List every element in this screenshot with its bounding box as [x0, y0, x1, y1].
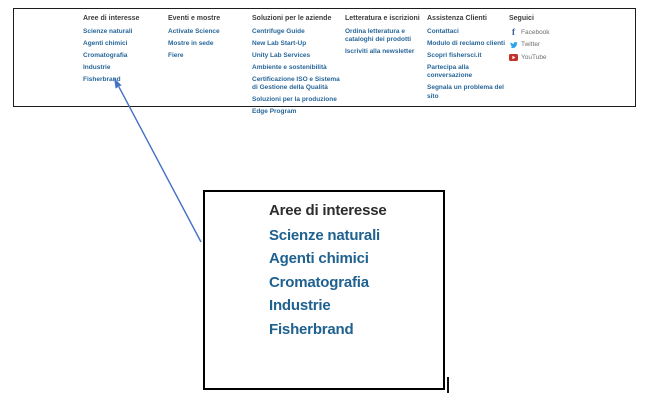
footer-link-scienze-naturali[interactable]: Scienze naturali — [83, 28, 133, 36]
footer-link-activate-science[interactable]: Activate Science — [168, 28, 220, 36]
facebook-icon: f — [512, 27, 515, 38]
footer-column-title: Eventi e mostre — [168, 15, 221, 22]
footer-column-title: Assistenza Clienti — [427, 15, 487, 22]
social-link-label: Facebook — [521, 28, 550, 36]
footer-link-soluzioni-per-la-produzione[interactable]: Soluzioni per la produzione — [252, 96, 337, 104]
social-link-twitter[interactable]: Twitter — [509, 41, 579, 49]
callout-link-cromatografia[interactable]: Cromatografia — [269, 273, 369, 291]
footer-link-cromatografia[interactable]: Cromatografia — [83, 51, 128, 59]
footer-link-iscriviti-alla-newsletter[interactable]: Iscriviti alla newsletter — [345, 48, 415, 56]
callout-link-industrie[interactable]: Industrie — [269, 297, 331, 314]
callout-title: Aree di interesse — [269, 202, 387, 219]
social-link-youtube[interactable]: YouTube — [509, 53, 579, 61]
footer-link-industrie[interactable]: Industrie — [83, 63, 111, 71]
social-link-label: Twitter — [521, 41, 541, 49]
footer-link-fiere[interactable]: Fiere — [168, 51, 184, 59]
footer-column-title: Seguici — [509, 15, 534, 22]
footer-link-segnala-un-problema-del-sito[interactable]: Segnala un problema del sito — [427, 84, 504, 100]
footer-link-new-lab-start-up[interactable]: New Lab Start-Up — [252, 39, 307, 47]
footer-link-agenti-chimici[interactable]: Agenti chimici — [83, 39, 128, 47]
footer-link-fisherbrand[interactable]: Fisherbrand — [83, 75, 121, 83]
twitter-icon — [509, 41, 518, 49]
footer-link-scopri-fishersci-it[interactable]: Scopri fishersci.it — [427, 51, 482, 59]
callout-link-fisherbrand[interactable]: Fisherbrand — [269, 320, 354, 338]
footer-column-title: Letteratura e iscrizioni — [345, 15, 420, 22]
footer-link-ordina-letteratura-e-cataloghi-dei-prodotti[interactable]: Ordina letteratura e cataloghi dei prodo… — [345, 28, 412, 44]
callout-link-scienze-naturali[interactable]: Scienze naturali — [269, 226, 381, 244]
footer-column-title: Aree di interesse — [83, 15, 140, 22]
footer-link-contattaci[interactable]: Contattaci — [427, 28, 459, 36]
footer-link-edge-program[interactable]: Edge Program — [252, 108, 297, 116]
social-link-facebook[interactable]: f Facebook — [509, 27, 579, 38]
footer-link-partecipa-alla-conversazione[interactable]: Partecipa alla conversazione — [427, 63, 473, 80]
footer-column-title: Soluzioni per le aziende — [252, 15, 332, 22]
footer-link-unity-lab-services[interactable]: Unity Lab Services — [252, 51, 311, 59]
footer-link-certificazione-iso-e-sistema-di-gestione-della-qualit[interactable]: Certificazione ISO e Sistema di Gestione… — [252, 75, 340, 92]
text-cursor — [447, 377, 449, 393]
footer-link-mostre-in-sede[interactable]: Mostre in sede — [168, 39, 214, 47]
social-link-label: YouTube — [521, 53, 547, 61]
youtube-icon — [509, 53, 518, 61]
callout-link-agenti-chimici[interactable]: Agenti chimici — [269, 250, 369, 267]
footer-link-centrifuge-guide[interactable]: Centrifuge Guide — [252, 28, 305, 36]
footer-link-modulo-di-reclamo-clienti[interactable]: Modulo di reclamo clienti — [427, 39, 506, 47]
footer-link-ambiente-e-sostenibilit[interactable]: Ambiente e sostenibilità — [252, 63, 327, 71]
